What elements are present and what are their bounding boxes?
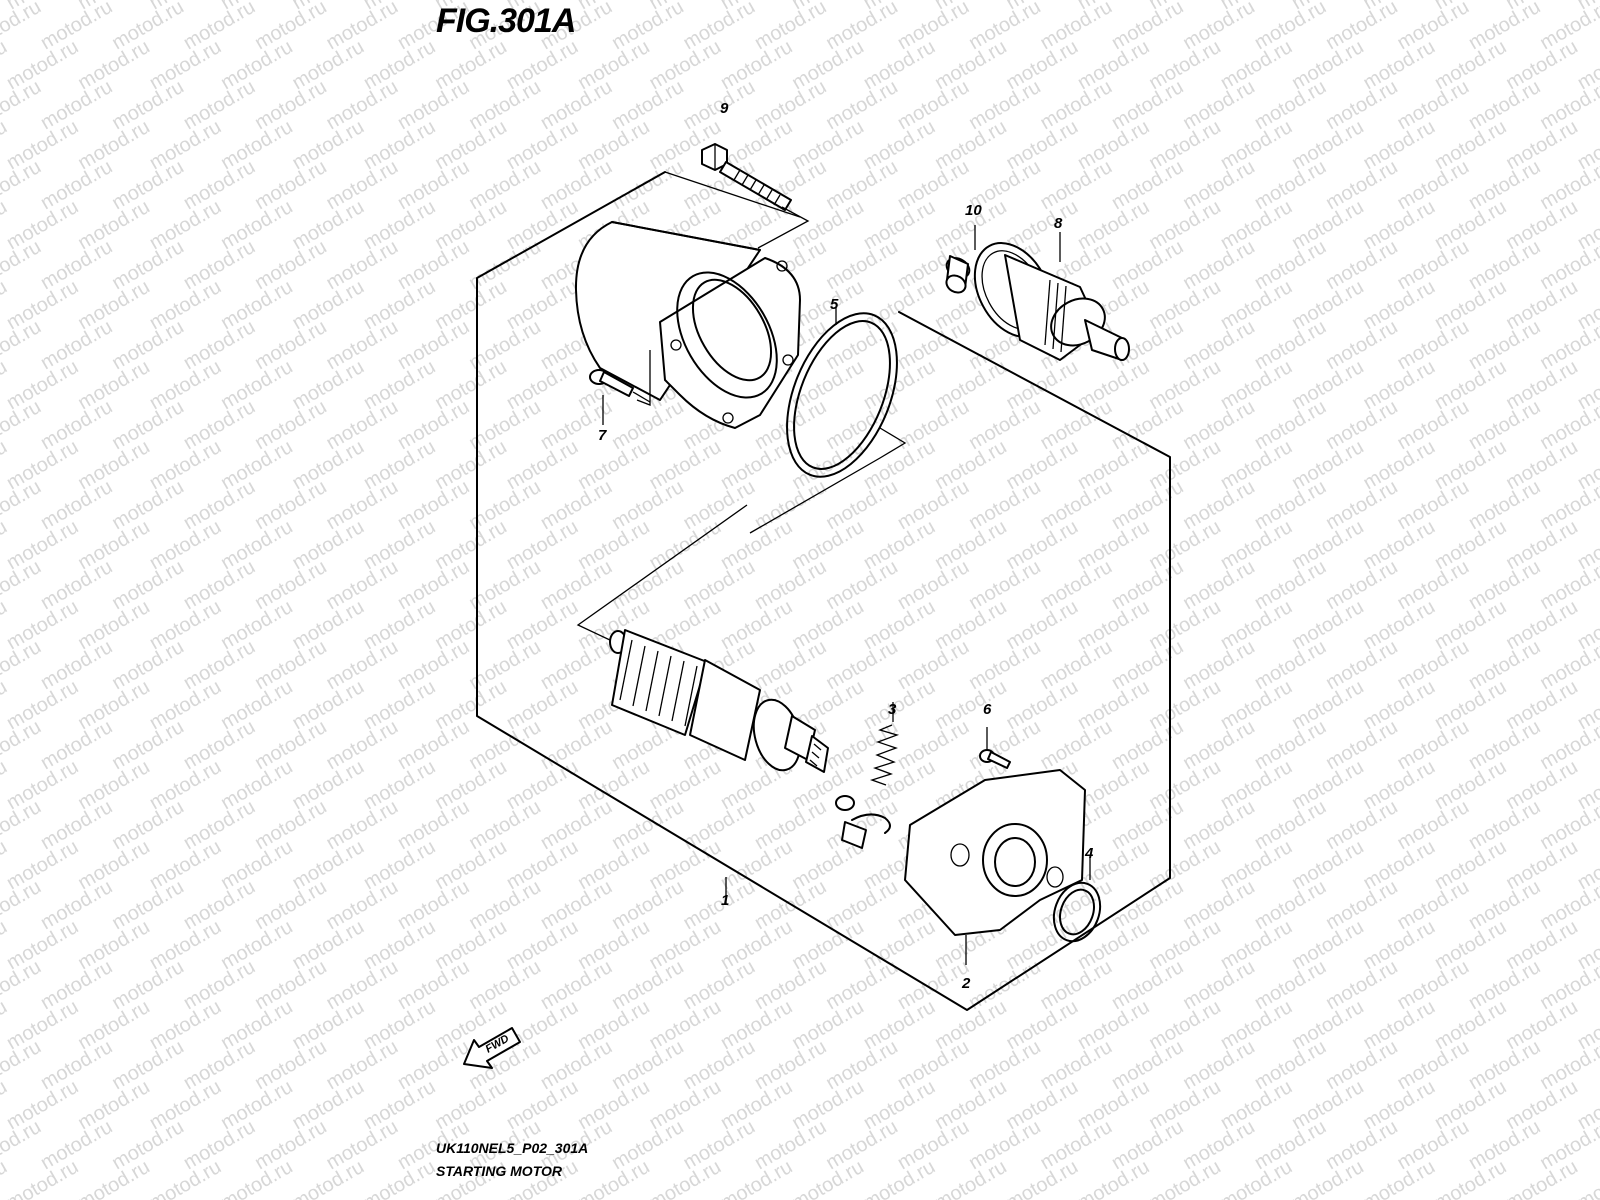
callout-10: 10 [965, 202, 982, 219]
screw-6 [979, 727, 1011, 769]
watermark-text: motod.ru [0, 236, 45, 295]
watermark-text: motod.ru [0, 476, 45, 535]
watermark-text: motod.ru [0, 556, 45, 615]
watermark-text: motod.ru [0, 396, 45, 455]
figure-name: STARTING MOTOR [436, 1163, 562, 1179]
watermark-text: motod.ru [0, 1156, 11, 1200]
starter-clutch-8 [973, 232, 1130, 361]
bushing-10 [945, 225, 976, 294]
callout-8: 8 [1054, 215, 1063, 232]
watermark-text: motod.ru [0, 1036, 45, 1095]
fwd-arrow-icon: FWD [463, 1027, 521, 1069]
watermark-text: motod.ru [0, 0, 45, 54]
motor-housing [574, 221, 801, 429]
callouts: 1 2 3 4 5 6 7 8 9 10 [598, 100, 1094, 992]
brush [835, 795, 891, 849]
spring-3 [869, 702, 900, 786]
watermark-text: motod.ru [0, 316, 45, 375]
o-ring-4 [1052, 858, 1102, 943]
callout-4: 4 [1084, 845, 1094, 862]
callout-5: 5 [830, 296, 839, 313]
watermark-text: motod.ru [0, 876, 45, 935]
watermark-text: motod.ru [0, 76, 45, 135]
end-cover-2 [904, 769, 1086, 965]
watermark-text: motod.ru [1574, 1156, 1600, 1200]
callout-1: 1 [721, 892, 729, 909]
gasket-5 [749, 307, 907, 534]
watermark-text: motod.ru [0, 636, 45, 695]
screw-7 [589, 369, 651, 425]
assembly-outline [476, 171, 1171, 1011]
bolt-9 [701, 143, 810, 249]
armature [576, 504, 829, 773]
watermark-text: motod.ru [0, 716, 45, 775]
callout-6: 6 [983, 701, 992, 718]
callout-3: 3 [888, 701, 897, 718]
figure-title: FIG.301A [436, 2, 576, 40]
watermark-text: motod.ru [0, 796, 45, 855]
callout-2: 2 [961, 975, 971, 992]
watermark-text: motod.ru [0, 956, 45, 1015]
watermark-text: motod.ru [0, 1116, 45, 1175]
watermark-text: motod.ru [0, 156, 45, 215]
callout-7: 7 [598, 427, 607, 444]
figure-code: UK110NEL5_P02_301A [436, 1140, 589, 1156]
callout-9: 9 [720, 100, 729, 117]
